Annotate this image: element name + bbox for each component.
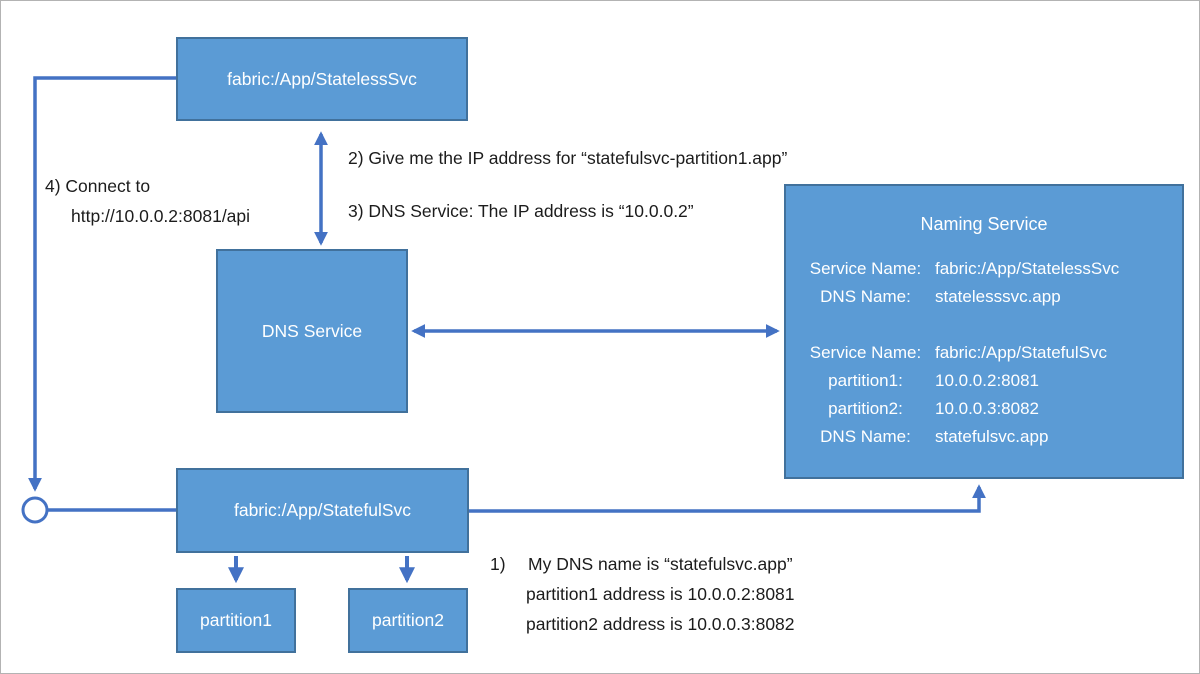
annotation-step2: 2) Give me the IP address for “statefuls… xyxy=(348,148,788,168)
stateless-service-label: fabric:/App/StatelessSvc xyxy=(227,68,417,89)
naming-row-value: statelesssvc.app xyxy=(935,287,1061,306)
annotation-step1-marker: 1) xyxy=(490,554,506,574)
dns-service-label: DNS Service xyxy=(261,320,363,341)
annotation-step1: 1) My DNS name is “statefulsvc.app” part… xyxy=(490,549,795,639)
naming-row-value: fabric:/App/StatefulSvc xyxy=(935,343,1107,362)
stateless-service-box: fabric:/App/StatelessSvc xyxy=(176,37,468,121)
annotation-step4-line2: http://10.0.0.2:8081/api xyxy=(71,206,251,226)
naming-row-stateless-dns: DNS Name: statelesssvc.app xyxy=(796,283,1182,311)
annotation-step3: 3) DNS Service: The IP address is “10.0.… xyxy=(348,201,694,221)
naming-row-value: fabric:/App/StatelessSvc xyxy=(935,259,1120,278)
naming-service-rows: Service Name: fabric:/App/StatelessSvc D… xyxy=(786,255,1182,451)
naming-row-label: Service Name: xyxy=(809,343,922,362)
partition2-label: partition2 xyxy=(372,610,444,630)
annotation-step1-line2: partition1 address is 10.0.0.2:8081 xyxy=(526,584,795,604)
partition1-box: partition1 xyxy=(176,588,296,653)
connector-stateless-to-junction xyxy=(28,76,176,492)
annotation-step1-text: My DNS name is “statefulsvc.app” xyxy=(528,554,793,574)
naming-row-stateful-dns: DNS Name: statefulsvc.app xyxy=(796,423,1182,451)
naming-row-spacer xyxy=(796,311,1182,339)
naming-row-label: partition1: xyxy=(828,371,903,390)
naming-row-partition1: partition1: 10.0.0.2:8081 xyxy=(796,367,1182,395)
stateful-service-label: fabric:/App/StatefulSvc xyxy=(233,500,412,520)
junction-circle-icon xyxy=(21,496,49,524)
stateful-service-box: fabric:/App/StatefulSvc xyxy=(176,468,469,553)
naming-row-partition2: partition2: 10.0.0.3:8082 xyxy=(796,395,1182,423)
naming-row-stateful-service: Service Name: fabric:/App/StatefulSvc xyxy=(796,339,1182,367)
naming-row-label: DNS Name: xyxy=(820,287,911,306)
naming-service-box: Naming Service Service Name: fabric:/App… xyxy=(784,184,1184,479)
annotation-step1-line3: partition2 address is 10.0.0.3:8082 xyxy=(526,614,795,634)
naming-row-label: partition2: xyxy=(828,399,903,418)
annotation-step4: 4) Connect to http://10.0.0.2:8081/api xyxy=(45,171,250,231)
naming-row-value: 10.0.0.2:8081 xyxy=(935,371,1039,390)
naming-service-title: Naming Service xyxy=(920,214,1048,234)
dns-service-box: DNS Service xyxy=(216,249,408,413)
partition2-box: partition2 xyxy=(348,588,468,653)
naming-row-value: statefulsvc.app xyxy=(935,427,1049,446)
naming-row-label: DNS Name: xyxy=(820,427,911,446)
annotation-step4-line1: 4) Connect to xyxy=(45,176,151,196)
naming-row-label xyxy=(796,311,935,339)
annotation-step1-line1: 1) My DNS name is “statefulsvc.app” xyxy=(490,549,795,579)
naming-row-value: 10.0.0.3:8082 xyxy=(935,399,1039,418)
arrow-stateful-to-naming xyxy=(469,484,986,513)
naming-row-label: Service Name: xyxy=(809,259,922,278)
partition1-label: partition1 xyxy=(200,610,272,630)
naming-row-stateless-service: Service Name: fabric:/App/StatelessSvc xyxy=(796,255,1182,283)
